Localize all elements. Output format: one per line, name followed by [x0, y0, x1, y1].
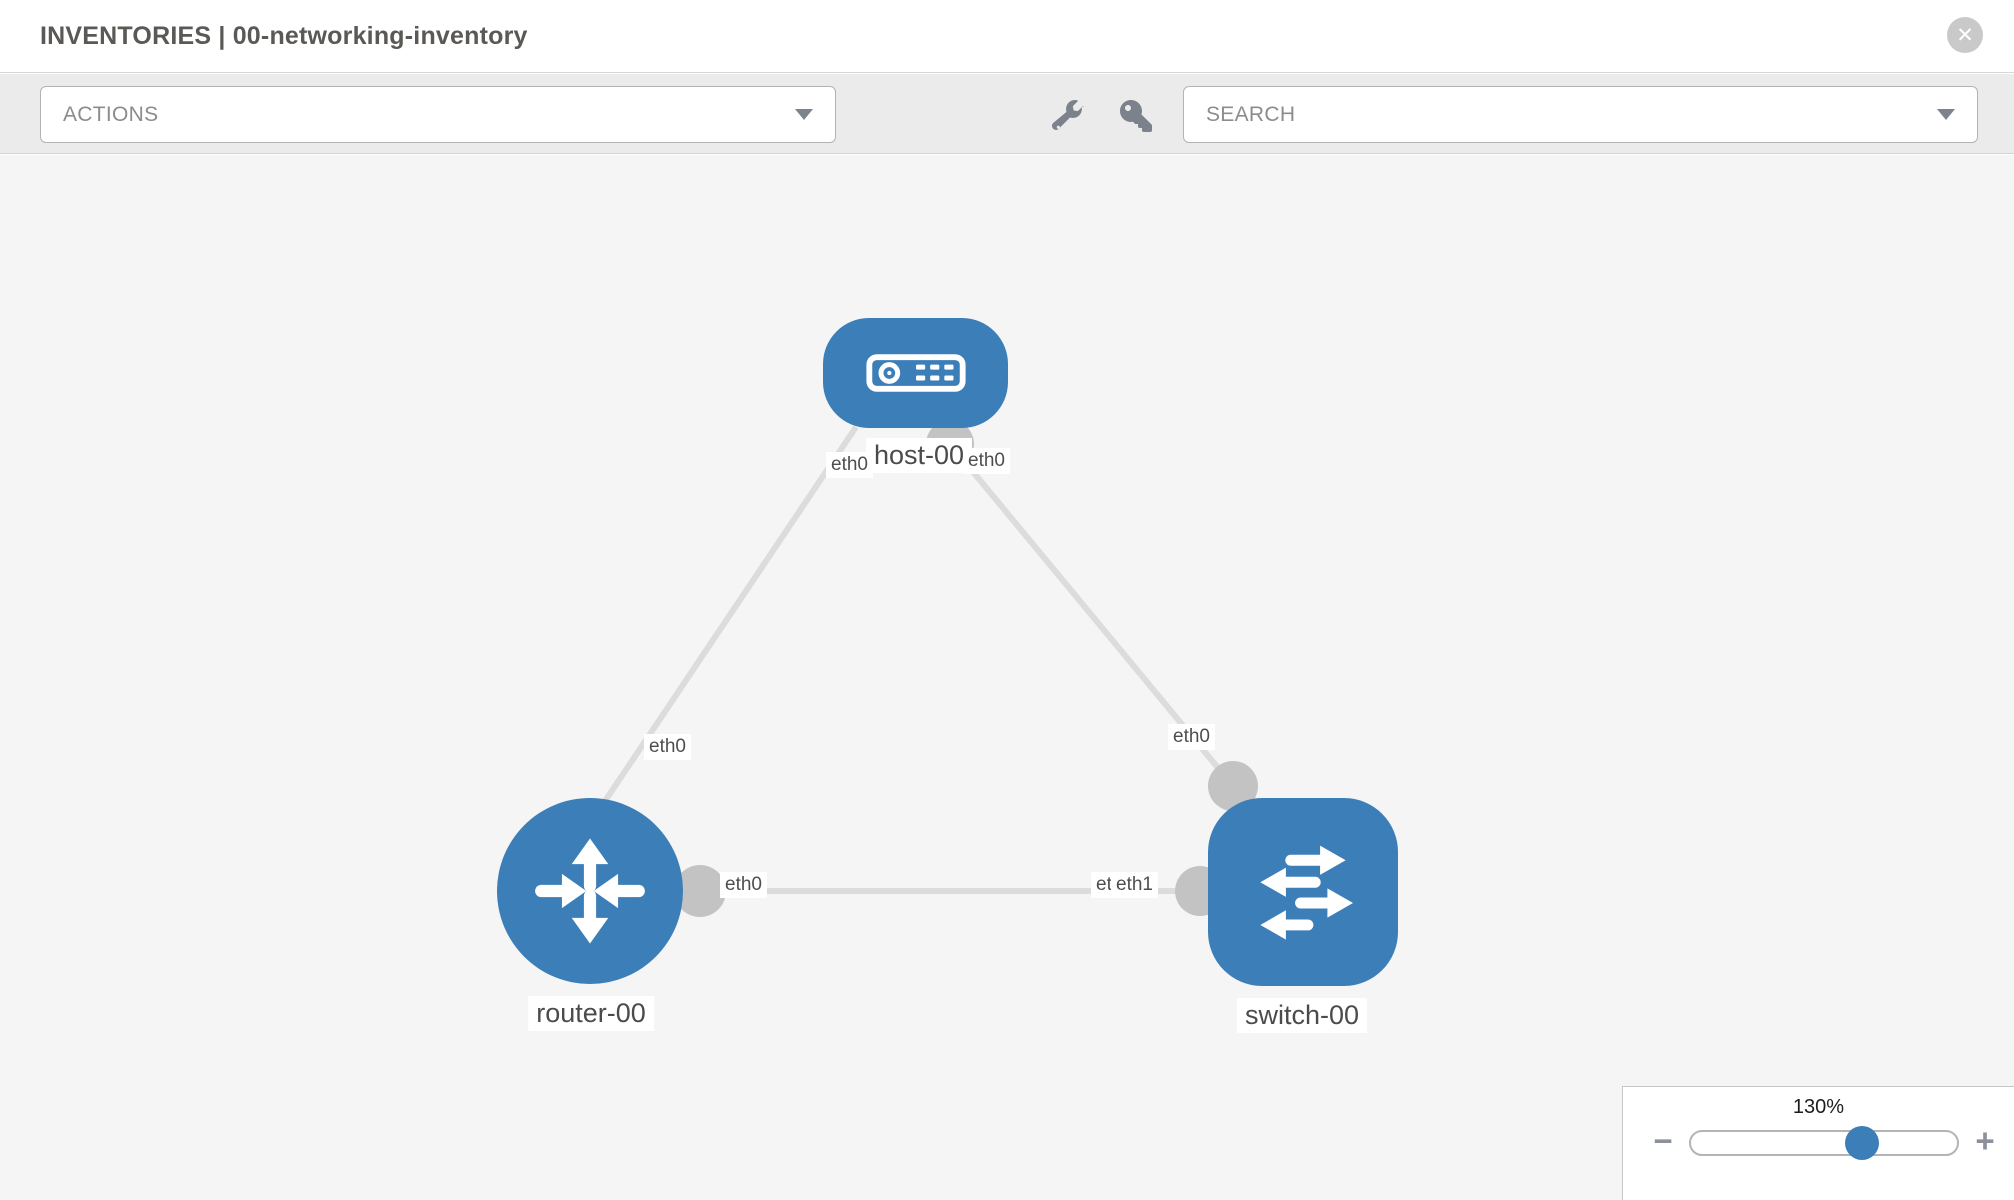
close-button[interactable]: ✕: [1947, 17, 1983, 53]
port-switch-top: [1208, 761, 1258, 811]
node-label-switch-00: switch-00: [1236, 998, 1368, 1033]
iface-label-host-eth0-to-switch: eth0: [963, 448, 1010, 474]
zoom-panel: 130% − +: [1622, 1086, 2014, 1200]
minus-icon: −: [1653, 1122, 1673, 1159]
actions-dropdown-label: ACTIONS: [63, 102, 159, 126]
actions-dropdown[interactable]: ACTIONS: [40, 86, 836, 143]
iface-label-router-eth0-to-switch: eth0: [720, 872, 767, 898]
node-host-00[interactable]: [823, 318, 1008, 428]
page-header: INVENTORIES | 00-networking-inventory ✕: [0, 0, 2014, 73]
zoom-out-button[interactable]: −: [1645, 1121, 1681, 1161]
chevron-down-icon: [1937, 109, 1955, 120]
zoom-in-button[interactable]: +: [1967, 1121, 2003, 1161]
chevron-down-icon: [795, 109, 813, 120]
iface-label-switch-eth0-to-host: eth0: [1168, 724, 1215, 750]
link-host-router[interactable]: [598, 425, 859, 809]
iface-label-host-eth0-to-router: eth0: [826, 452, 873, 478]
host-icon: [865, 354, 966, 392]
page-title: INVENTORIES | 00-networking-inventory: [40, 22, 528, 50]
iface-label-router-eth0-to-host: eth0: [644, 734, 691, 760]
node-label-host-00: host-00: [865, 438, 973, 473]
close-icon: ✕: [1956, 23, 1974, 47]
router-icon: [535, 838, 645, 944]
switch-icon: [1260, 845, 1354, 940]
iface-label-switch-eth1-to-router: eth1: [1111, 872, 1158, 898]
port-router-right: [674, 865, 726, 917]
search-dropdown-label: SEARCH: [1206, 102, 1296, 126]
plus-icon: +: [1975, 1122, 1995, 1159]
topology-edges-layer: [598, 420, 1258, 917]
zoom-slider-track[interactable]: [1689, 1130, 1959, 1156]
topology-canvas[interactable]: host-00 router-00 switch-00 eth0 eth0 et…: [0, 155, 2014, 1200]
zoom-slider-handle[interactable]: [1845, 1126, 1879, 1160]
node-router-00[interactable]: [497, 798, 683, 984]
node-switch-00[interactable]: [1208, 798, 1398, 986]
toolbar: ACTIONS SEARCH: [0, 74, 2014, 154]
node-label-router-00: router-00: [528, 996, 654, 1031]
search-dropdown[interactable]: SEARCH: [1183, 86, 1978, 143]
key-icon: [1120, 100, 1152, 132]
wrench-button[interactable]: [1045, 93, 1091, 139]
key-button[interactable]: [1113, 93, 1159, 139]
wrench-icon: [1052, 100, 1084, 130]
zoom-level-label: 130%: [1792, 1096, 1845, 1118]
